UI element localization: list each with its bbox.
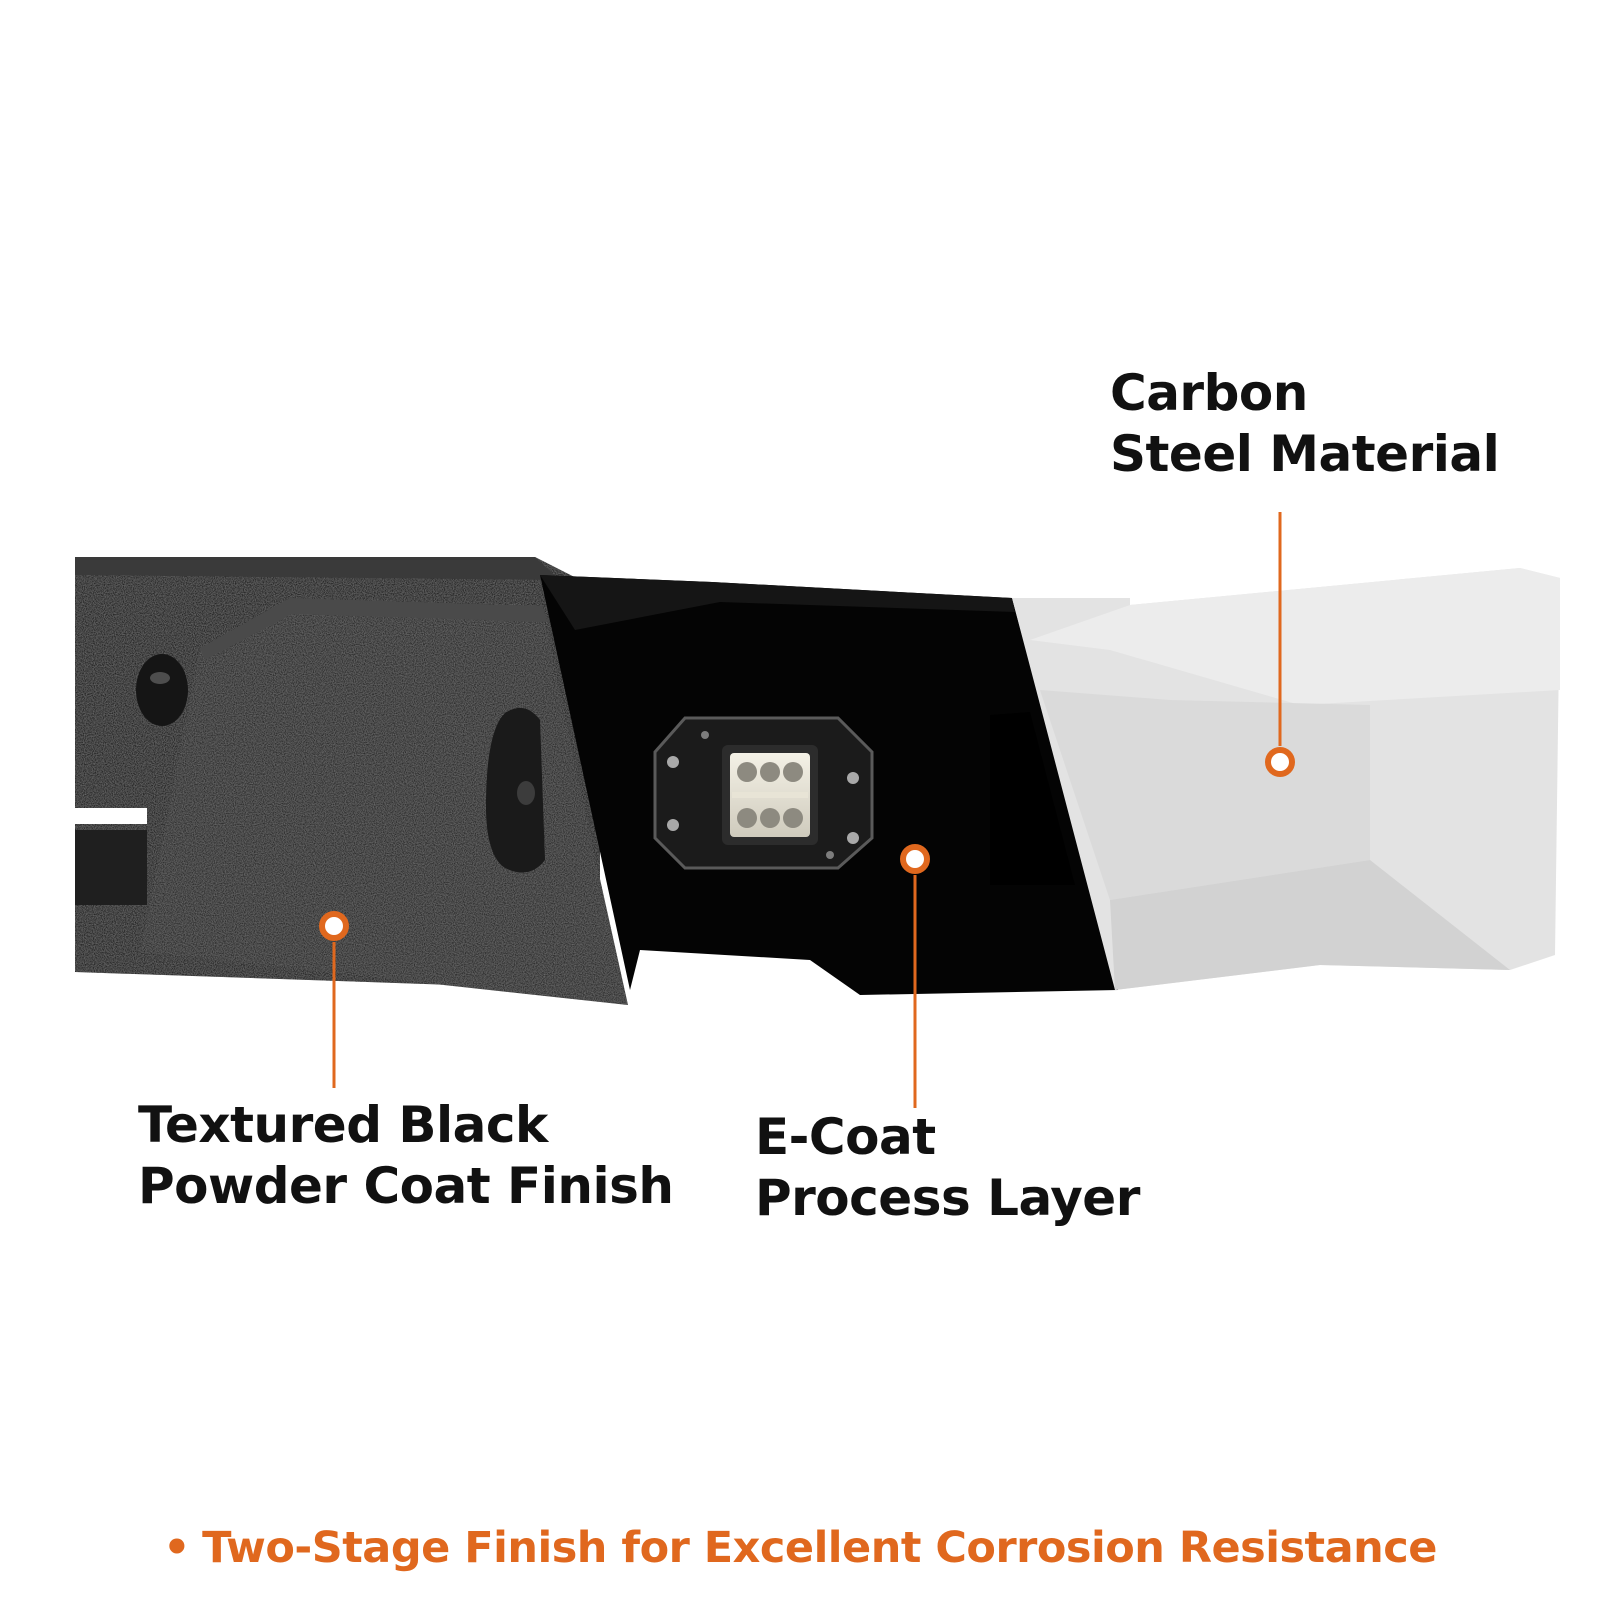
carbon-steel-lower-face (1110, 860, 1510, 990)
textured-top-strip (75, 557, 560, 580)
led-work-light-icon (653, 716, 874, 870)
light-led-cells (737, 762, 803, 828)
led-cell (760, 762, 780, 782)
shackle-hole (517, 781, 535, 805)
light-screw (826, 851, 834, 859)
carbon-steel-section (1012, 568, 1560, 990)
light-center-bar (732, 792, 808, 798)
textured-black-section (75, 557, 628, 1005)
led-cell (783, 762, 803, 782)
e-coat-label: E-Coat Process Layer (755, 1107, 1140, 1229)
carbon-steel-mid-face (1040, 690, 1370, 900)
mount-knob-highlight (150, 672, 170, 684)
led-cell (760, 808, 780, 828)
textured-black-label-line2: Powder Coat Finish (138, 1157, 674, 1215)
light-screw (847, 832, 859, 844)
caption-bullet: • (163, 1523, 191, 1573)
light-screw (847, 772, 859, 784)
carbon-steel-label-line1: Carbon (1110, 364, 1308, 422)
ring-dot-icon (900, 844, 930, 874)
light-screw (667, 756, 679, 768)
carbon-steel-label-line2: Steel Material (1110, 425, 1500, 483)
textured-black-label: Textured Black Powder Coat Finish (138, 1095, 674, 1217)
textured-lower-rail (75, 830, 147, 905)
textured-slot (75, 808, 147, 824)
callout-carbon-steel (1265, 512, 1295, 777)
e-coat-inner-shadow (990, 712, 1075, 885)
e-coat-section (540, 575, 1118, 995)
shackle-mount (485, 707, 545, 873)
carbon-steel-top-face (1030, 568, 1560, 705)
feature-caption: •Two-Stage Finish for Excellent Corrosio… (0, 1518, 1600, 1578)
textured-plate-top-edge (200, 598, 548, 660)
light-screw (701, 731, 709, 739)
e-coat-top-strip (540, 575, 1015, 630)
carbon-steel-label: Carbon Steel Material (1110, 363, 1500, 485)
callout-e-coat (900, 844, 930, 1108)
led-cell (737, 808, 757, 828)
caption-text: Two-Stage Finish for Excellent Corrosion… (202, 1523, 1437, 1573)
ring-dot-icon (319, 911, 349, 941)
callout-textured-black (319, 911, 349, 1088)
led-cell (737, 762, 757, 782)
light-screw (667, 819, 679, 831)
textured-black-label-line1: Textured Black (138, 1096, 548, 1154)
led-cell (783, 808, 803, 828)
textured-front-plate (140, 598, 628, 1005)
mount-knob (136, 654, 188, 726)
e-coat-label-line2: Process Layer (755, 1169, 1140, 1227)
e-coat-label-line1: E-Coat (755, 1108, 936, 1166)
ring-dot-icon (1265, 747, 1295, 777)
